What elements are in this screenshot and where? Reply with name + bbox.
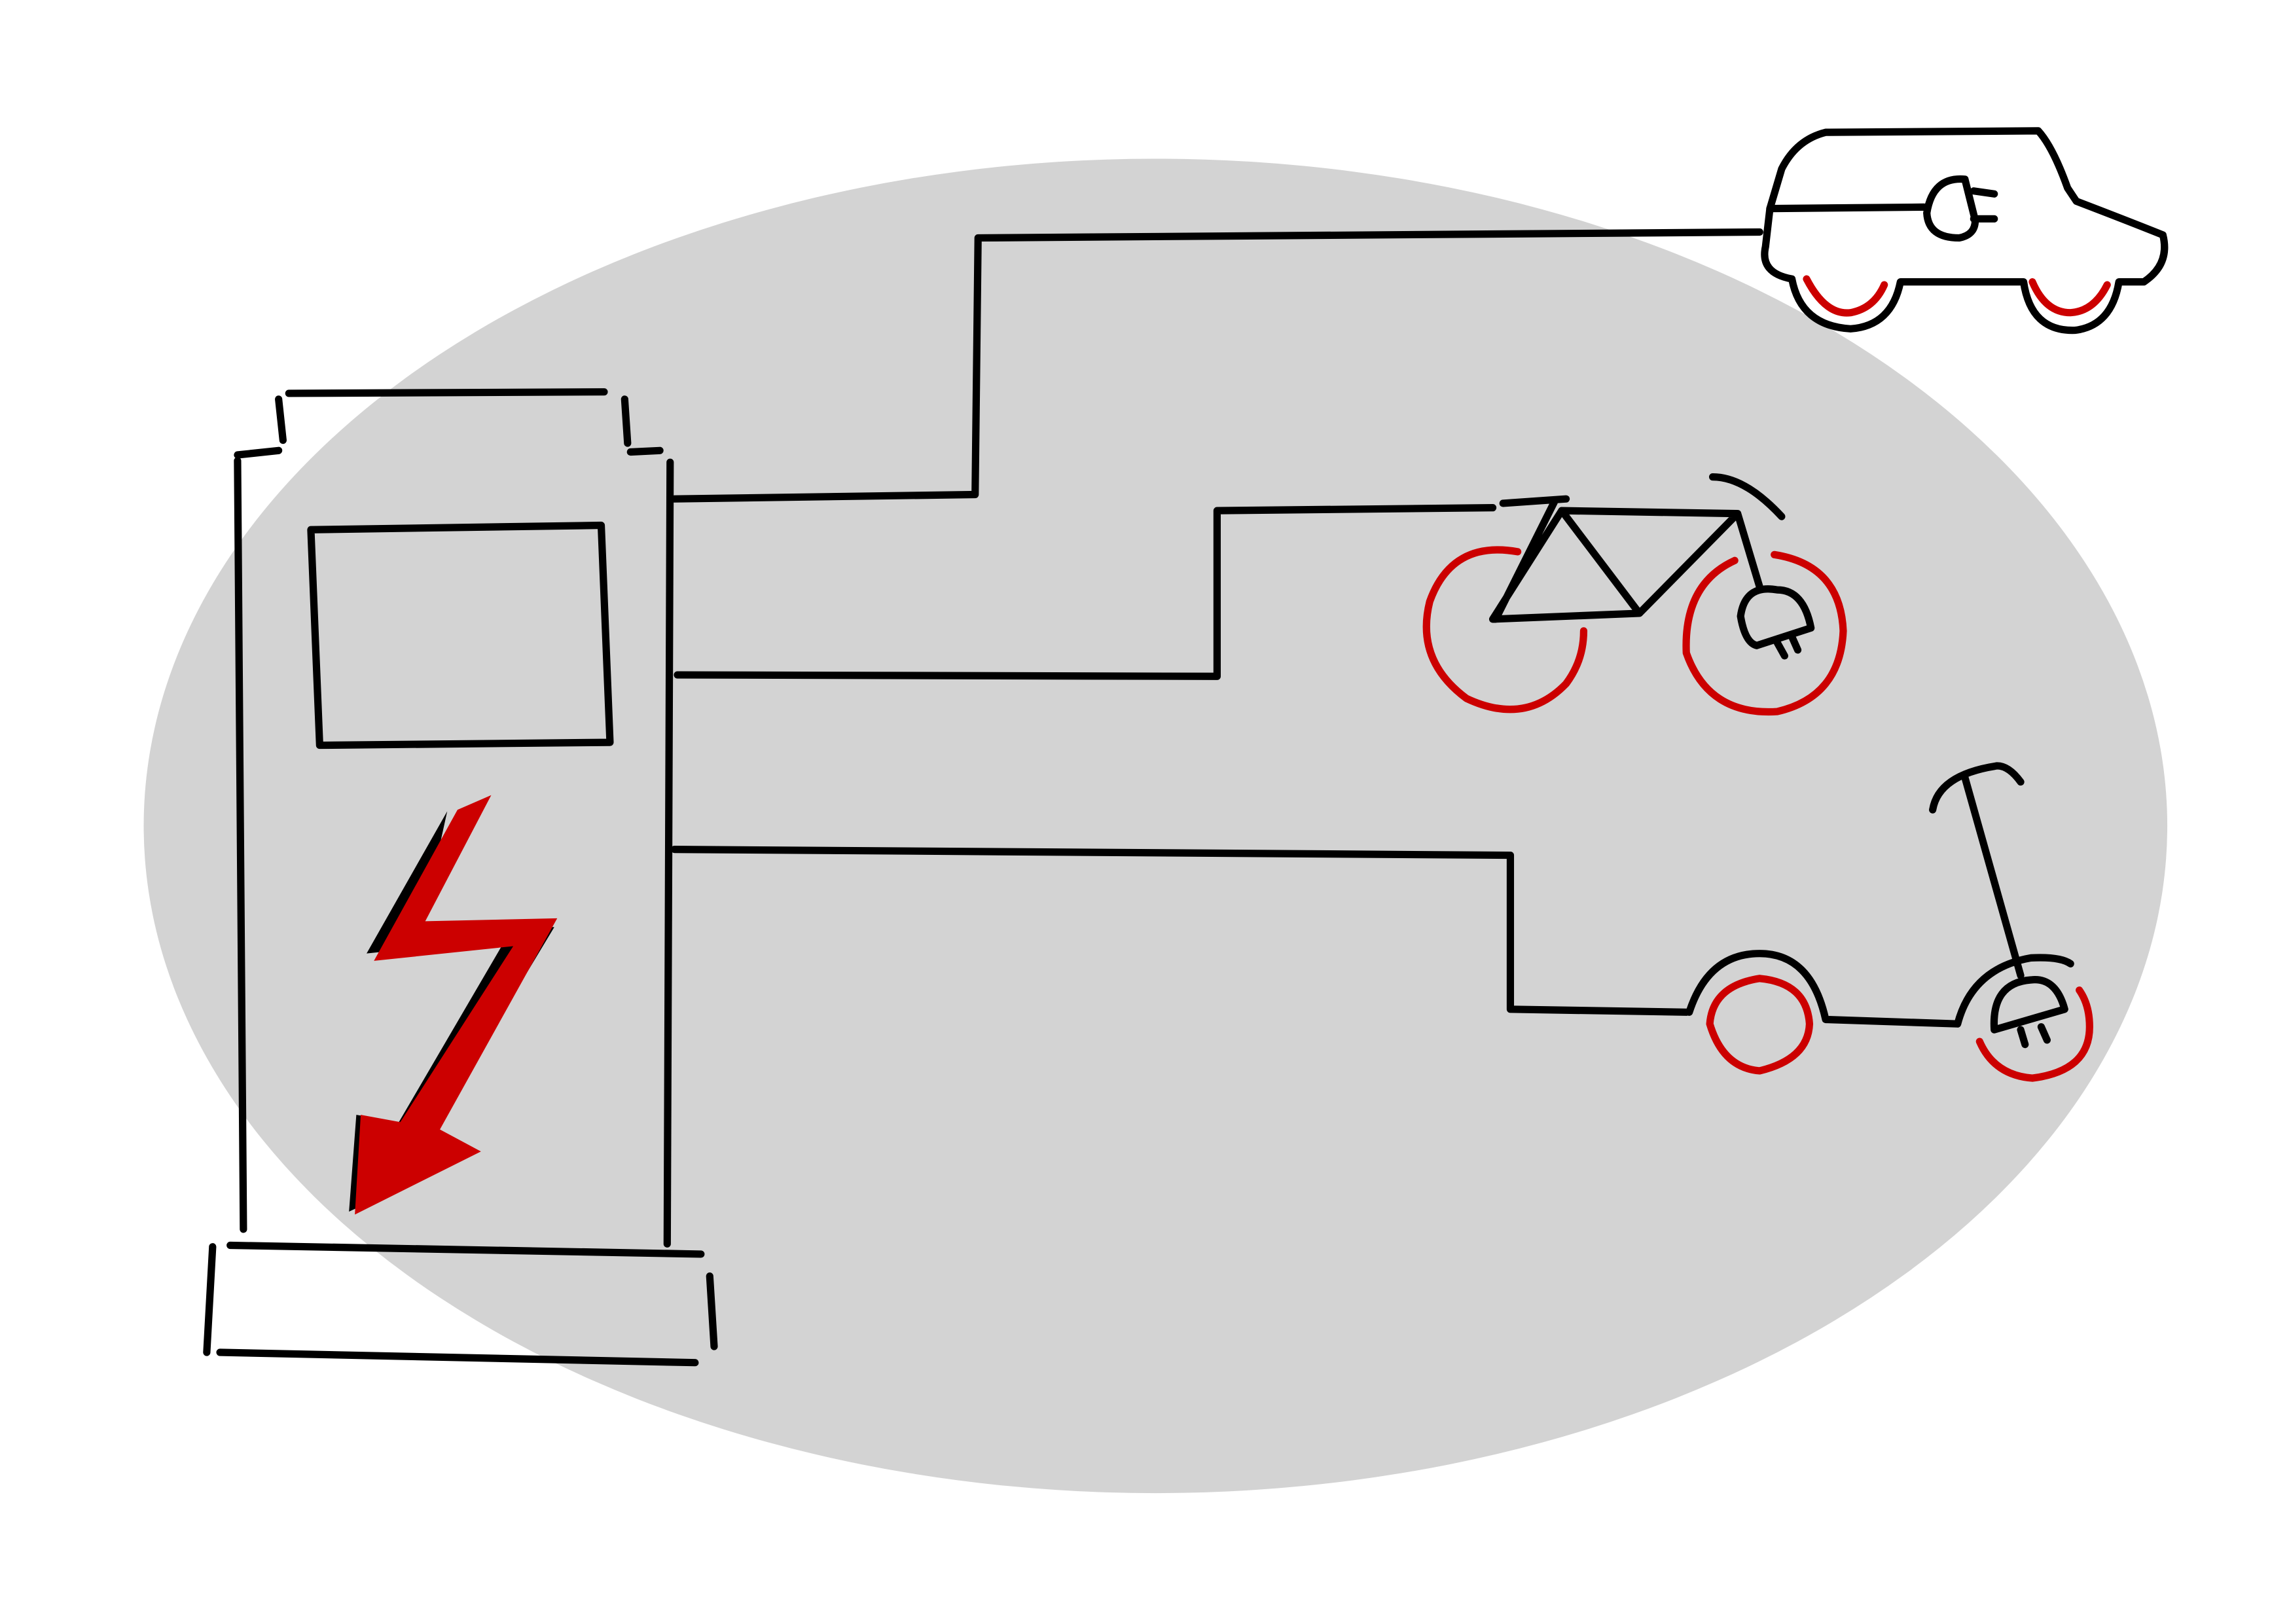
scooter-icon (1685, 762, 2093, 1082)
charging-station-icon (203, 388, 718, 1367)
car-icon (1761, 127, 2169, 334)
bike-cable (674, 504, 1497, 680)
lightning-bolt-icon (349, 795, 558, 1215)
bicycle-icon (1422, 473, 1847, 716)
plug-icon (1737, 585, 1815, 660)
scooter-cable (670, 846, 1690, 1016)
background-ellipse (143, 158, 2168, 1494)
plug-icon (1990, 976, 2068, 1049)
car-cable (670, 228, 1763, 503)
cables (670, 228, 1763, 1016)
plug-icon (1923, 175, 1998, 242)
station-screen (307, 521, 614, 749)
